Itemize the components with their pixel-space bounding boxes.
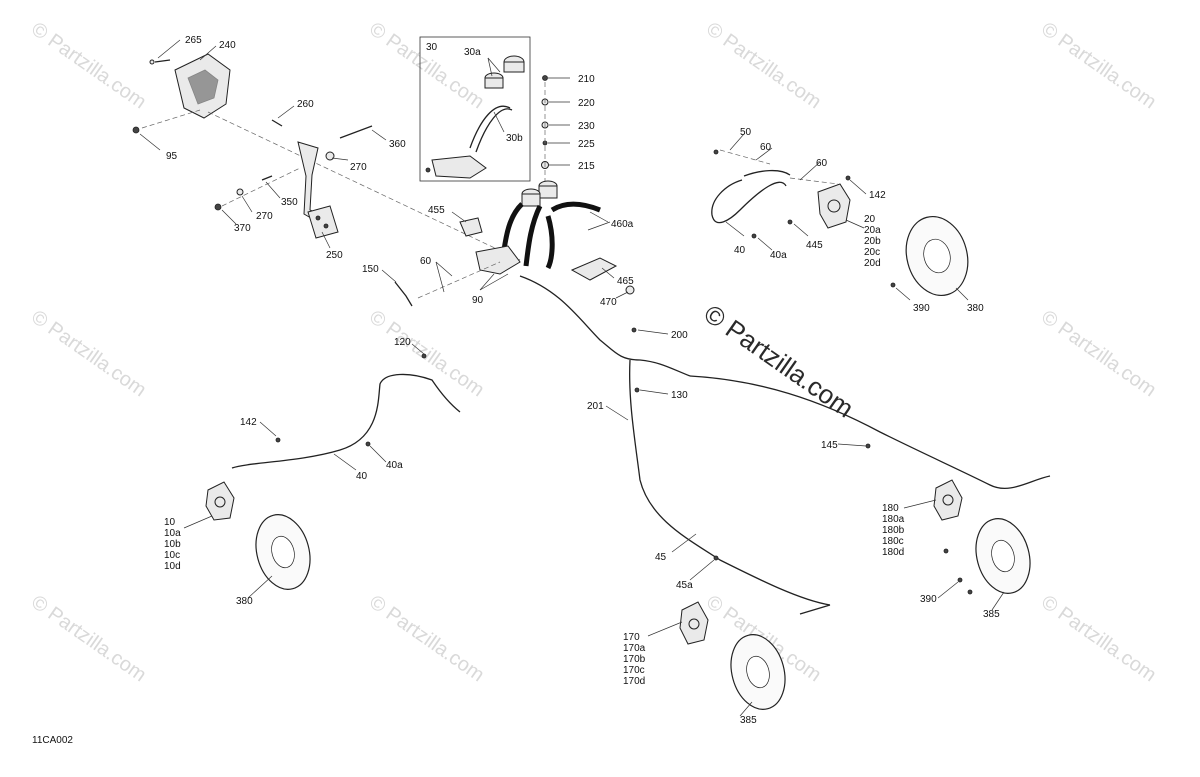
callout: 225: [578, 139, 595, 150]
callout: 20: [864, 214, 876, 225]
callout: 10b: [164, 539, 181, 550]
callout: 10c: [164, 550, 180, 561]
callout: 180: [882, 503, 899, 514]
callout: 380: [236, 596, 253, 607]
callout: 60: [816, 158, 828, 169]
callout: 265: [185, 35, 202, 46]
center-watermark: © Partzilla.com: [699, 298, 860, 423]
callout: 390: [920, 594, 937, 605]
callout: 385: [740, 715, 757, 726]
rear-right-brake: [933, 479, 1031, 595]
callout: 170: [623, 632, 640, 643]
callout: 180d: [882, 547, 904, 558]
callout: 40: [356, 471, 368, 482]
watermark: © Partzilla.com: [365, 591, 488, 686]
callout: 170b: [623, 654, 646, 665]
callout: 180a: [882, 514, 905, 525]
fastener-column: [541, 75, 549, 196]
callout: 270: [350, 162, 367, 173]
callout: 20c: [864, 247, 880, 258]
callout: 30: [426, 42, 438, 53]
callout: 210: [578, 74, 595, 85]
center-brake-line: [519, 275, 1051, 615]
callout: 180c: [882, 536, 904, 547]
callout: 50: [740, 127, 752, 138]
callout: 10d: [164, 561, 181, 572]
callout: 150: [362, 264, 379, 275]
callout: 350: [281, 197, 298, 208]
master-cylinder: [459, 180, 601, 275]
callout: 240: [219, 40, 236, 51]
watermark: © Partzilla.com: [27, 18, 150, 113]
callout: 20d: [864, 258, 881, 269]
callout: 170d: [623, 676, 645, 687]
callout: 201: [587, 401, 604, 412]
callout: 40a: [770, 250, 787, 261]
callout: 45: [655, 552, 667, 563]
callout: 142: [240, 417, 257, 428]
callout: 270: [256, 211, 273, 222]
callout: 45a: [676, 580, 693, 591]
callout: 30b: [506, 133, 523, 144]
callout: 470: [600, 297, 617, 308]
callout: 40: [734, 245, 746, 256]
callout: 385: [983, 609, 1000, 620]
callout: 30a: [464, 47, 481, 58]
watermark: © Partzilla.com: [702, 18, 825, 113]
watermark: © Partzilla.com: [365, 306, 488, 401]
callout: 220: [578, 98, 595, 109]
watermark: © Partzilla.com: [27, 591, 150, 686]
callout: 215: [578, 161, 595, 172]
watermark: © Partzilla.com: [1037, 18, 1160, 113]
callout: 380: [967, 303, 984, 314]
callout: 95: [166, 151, 178, 162]
callout: 260: [297, 99, 314, 110]
watermark: © Partzilla.com: [365, 18, 488, 113]
callout: 20b: [864, 236, 881, 247]
watermark-grid: © Partzilla.com © Partzilla.com © Partzi…: [27, 18, 1160, 686]
callout: 250: [326, 250, 343, 261]
callout: 445: [806, 240, 823, 251]
diagram-code: 11CA002: [32, 735, 73, 746]
callout: 40a: [386, 460, 403, 471]
brake-pedal-assembly: [132, 53, 521, 261]
callout: 10a: [164, 528, 181, 539]
brake-pedal-pad: [307, 205, 339, 239]
callout: 200: [671, 330, 688, 341]
callout: 145: [821, 440, 838, 451]
callout: 20a: [864, 225, 881, 236]
rear-center-brake: [679, 601, 786, 710]
master-cylinder-kit-box: [419, 36, 531, 182]
pedal-pin: [339, 125, 373, 139]
watermark: © Partzilla.com: [1037, 591, 1160, 686]
front-right-brake: [711, 149, 969, 297]
leader-lines: [139, 39, 1005, 717]
callout: 120: [394, 337, 411, 348]
callout: 60: [760, 142, 772, 153]
callout: 230: [578, 121, 595, 132]
rear-left-brake-line: [231, 353, 461, 469]
watermark: © Partzilla.com: [27, 306, 150, 401]
callout: 130: [671, 390, 688, 401]
callout: 90: [472, 295, 484, 306]
callout: 390: [913, 303, 930, 314]
pushrod-150: [394, 281, 413, 307]
bolt-icon: [132, 126, 140, 134]
callout: 455: [428, 205, 445, 216]
rear-left-brake: [205, 481, 311, 590]
callout: 460a: [611, 219, 634, 230]
callout: 180b: [882, 525, 905, 536]
callout: 10: [164, 517, 176, 528]
callout: 142: [869, 190, 886, 201]
callout: 465: [617, 276, 634, 287]
watermark: © Partzilla.com: [1037, 306, 1160, 401]
callout: 370: [234, 223, 251, 234]
callout: 170c: [623, 665, 645, 676]
callout: 60: [420, 256, 432, 267]
callout: 170a: [623, 643, 646, 654]
callout: 360: [389, 139, 406, 150]
callout-labels: 265 240 260 95 270 360 350 270 370 250 3…: [164, 35, 1000, 726]
